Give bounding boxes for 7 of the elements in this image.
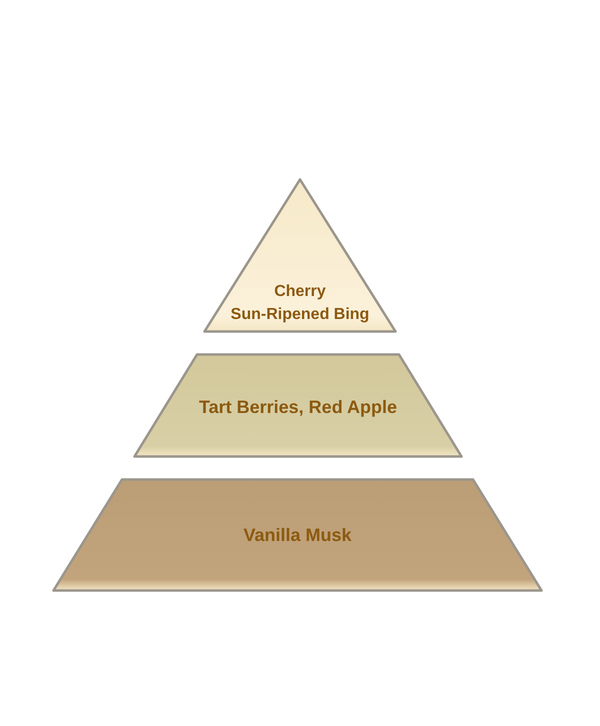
tier-label: Cherry — [274, 282, 326, 302]
pyramid-tier — [133, 353, 463, 458]
tier-label: Tart Berries, Red Apple — [198, 396, 398, 418]
pyramid-tier — [52, 478, 543, 592]
pyramid-top-triangle — [203, 178, 397, 333]
tier-label: Sun-Ripened Bing — [230, 305, 370, 325]
tier-label: Vanilla Musk — [243, 524, 352, 546]
